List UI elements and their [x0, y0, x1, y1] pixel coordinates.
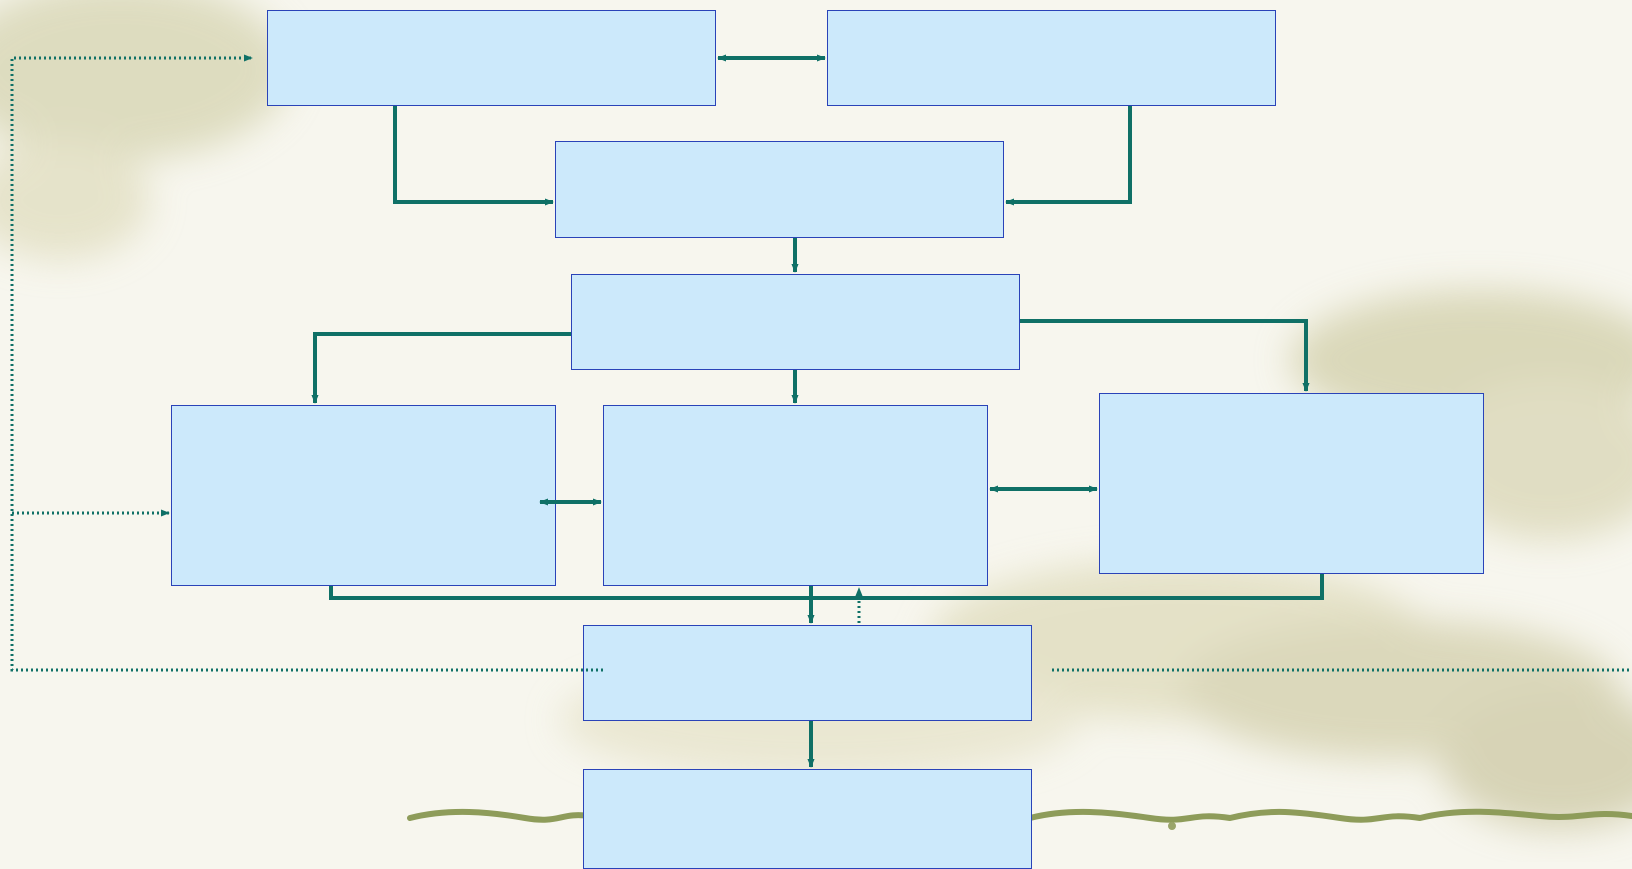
feedback-loop-left: [12, 58, 603, 670]
connector-b4-b5: [315, 334, 571, 403]
connector-b2-b3: [1006, 106, 1130, 202]
connector-b4-b7: [1020, 321, 1306, 391]
connector-b1-b3: [395, 106, 553, 202]
connector-collector: [331, 574, 1322, 598]
